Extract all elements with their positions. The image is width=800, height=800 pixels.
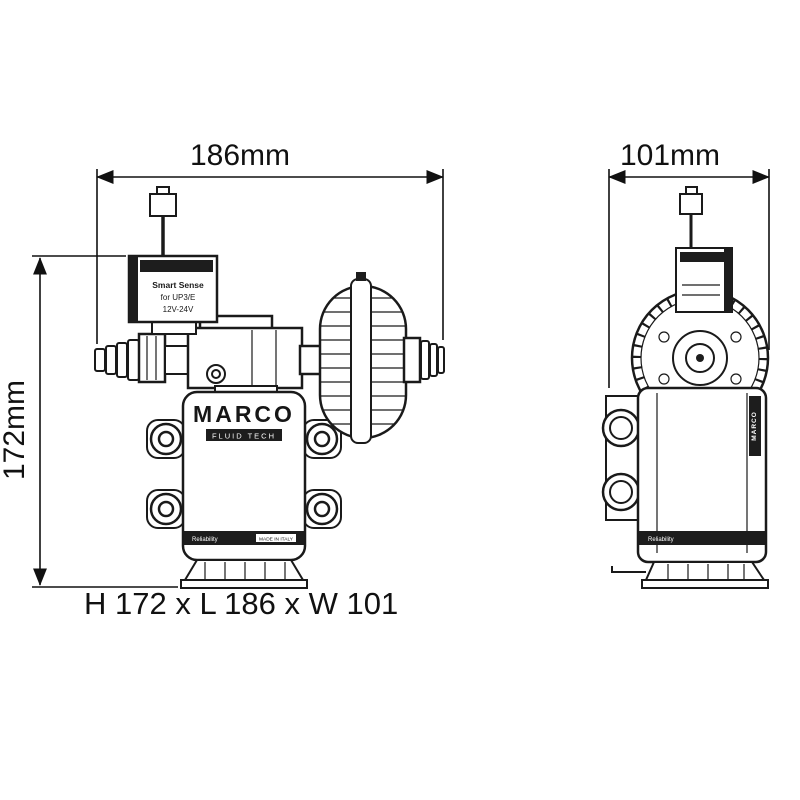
pump-head (186, 314, 304, 395)
side-control-box-top-band (680, 252, 728, 262)
accumulator-cap (356, 272, 366, 281)
brand-logo: MARCO (193, 401, 295, 427)
dimension-length: 186mm (96, 139, 444, 344)
mounting-grommets (149, 422, 339, 526)
body-footer-left-text: Reliability (192, 537, 218, 543)
dimension-summary: H 172 x L 186 x W 101 (84, 586, 398, 621)
front-base (180, 559, 308, 589)
side-motor-body: Reliability MARCO (636, 386, 768, 564)
length-dimension-label: 186mm (190, 139, 290, 172)
side-control-box (675, 247, 733, 313)
drain-wire (611, 566, 646, 573)
brand-logo-band (206, 429, 282, 441)
pump-body: MARCO FLUID TECH Reliability MADE IN ITA… (181, 390, 307, 562)
body-footer-badge (256, 534, 296, 542)
side-label-band (639, 531, 765, 545)
inlet-hose-barb (94, 332, 192, 384)
side-control-box-strip (724, 248, 732, 312)
control-box-line1: Smart Sense (152, 280, 204, 290)
side-ports (601, 395, 641, 521)
brand-tagline: FLUID TECH (212, 432, 276, 441)
control-box-line2: for UP3/E (161, 293, 196, 302)
front-view: MARCO FLUID TECH Reliability MADE IN ITA… (94, 186, 445, 589)
control-box-top-band (140, 260, 213, 272)
control-box-side-band (129, 256, 138, 322)
height-dimension-label: 172mm (0, 380, 31, 480)
control-box-line3: 12V-24V (163, 305, 194, 314)
side-brand-text: MARCO (751, 411, 758, 441)
dimension-height: 172mm (0, 255, 178, 588)
width-dimension-label: 101mm (620, 139, 720, 172)
body-footer-right-text: MADE IN ITALY (259, 537, 294, 543)
dimension-width: 101mm (608, 139, 770, 388)
side-view: Reliability MARCO (601, 186, 770, 589)
side-wire-connector (679, 186, 703, 248)
side-band-text: Reliability (648, 537, 674, 543)
control-box: Smart Sense for UP3/E 12V-24V (127, 254, 219, 335)
side-base (611, 561, 769, 589)
outlet-hose-barb (402, 336, 445, 384)
accumulator-housing (318, 272, 408, 444)
side-brand-strip (749, 396, 761, 456)
wire-connector (149, 186, 177, 256)
